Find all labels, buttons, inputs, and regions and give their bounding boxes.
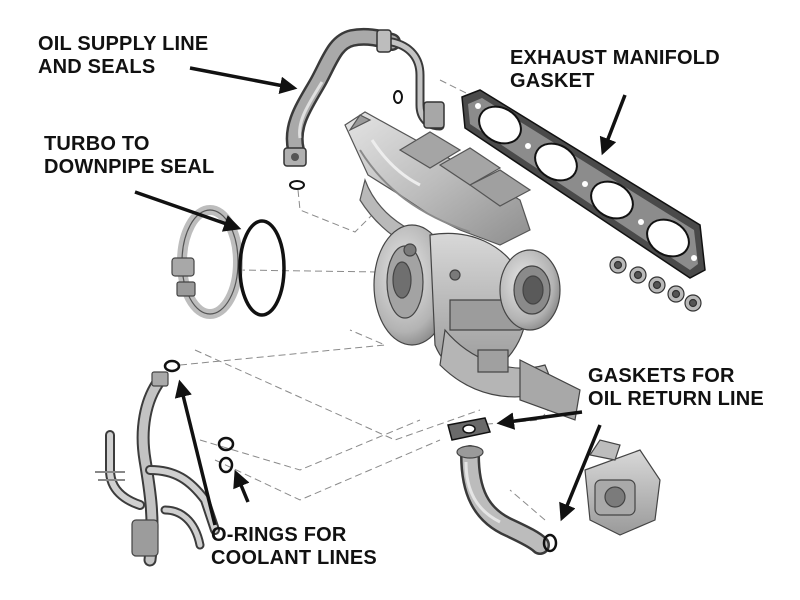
label-turbo-downpipe-seal: TURBO TO DOWNPIPE SEAL [44, 133, 214, 179]
oil-return-gasket-lower [542, 533, 558, 553]
downpipe-seal-ring [238, 219, 286, 317]
label-line: OIL SUPPLY LINE [38, 33, 209, 55]
oil-supply-line [283, 27, 445, 190]
oil-supply-seal-lower [289, 180, 305, 190]
label-line: DOWNPIPE SEAL [44, 156, 215, 178]
arrow-exhaust-gasket [599, 94, 627, 156]
manifold-nut [667, 285, 685, 303]
turbocharger [373, 224, 581, 421]
label-line: GASKETS FOR [588, 365, 735, 387]
oil-return-gasket-upper [447, 417, 491, 441]
callout-arrows [134, 66, 627, 526]
label-oil-return-gaskets: GASKETS FOR OIL RETURN LINE [588, 365, 764, 411]
label-coolant-orings: O-RINGS FOR COOLANT LINES [211, 524, 377, 570]
arrow-oil-supply [189, 66, 298, 94]
arrow-turbo-seal [134, 190, 242, 232]
label-line: COOLANT LINES [211, 547, 377, 569]
coolant-oring-1 [163, 359, 181, 373]
manifold-nuts [609, 256, 702, 312]
label-line: GASKET [510, 70, 595, 92]
arrow-return-gasket-upper [496, 410, 583, 430]
label-line: AND SEALS [38, 56, 156, 78]
wastegate-actuator [584, 439, 661, 536]
label-line: OIL RETURN LINE [588, 388, 764, 410]
manifold-nut [684, 294, 702, 312]
coolant-lines [95, 371, 220, 567]
manifold-gasket [461, 89, 706, 279]
coolant-oring-3 [218, 456, 234, 474]
arrow-coolant-oring-1 [174, 379, 217, 526]
oil-supply-seal-upper [393, 90, 403, 104]
arrow-return-gasket-lower [559, 424, 602, 522]
label-line: O-RINGS FOR [211, 524, 347, 546]
v-band-clamp [171, 205, 243, 319]
label-exhaust-manifold-gasket: EXHAUST MANIFOLD GASKET [510, 47, 720, 93]
manifold-nut [609, 256, 627, 274]
arrow-coolant-oring-2 [233, 469, 250, 503]
label-oil-supply-line: OIL SUPPLY LINE AND SEALS [38, 33, 208, 79]
label-line: EXHAUST MANIFOLD [510, 47, 720, 69]
oil-return-line [456, 445, 550, 555]
manifold-nut [629, 266, 647, 284]
coolant-oring-2 [217, 436, 235, 452]
label-line: TURBO TO [44, 133, 150, 155]
assembly-leader-lines [179, 79, 566, 521]
manifold-nut [648, 276, 666, 294]
